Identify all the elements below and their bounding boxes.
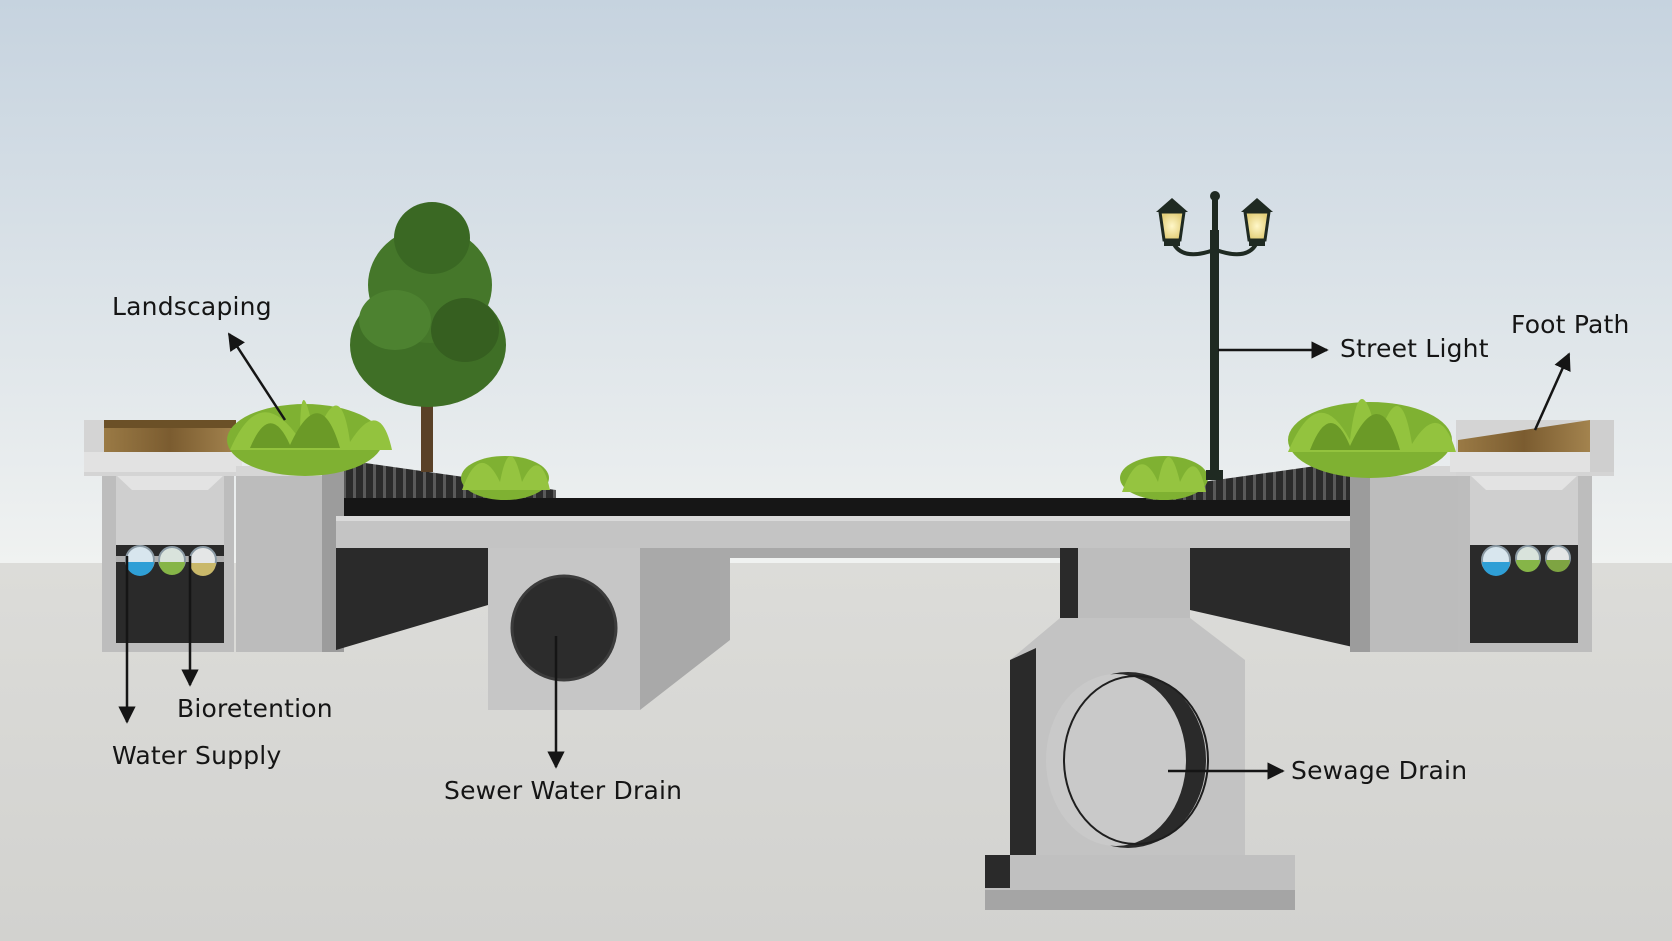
- right-planter: [1350, 458, 1458, 652]
- foot-path-arrow: [1533, 352, 1571, 431]
- right-shrub-small: [1120, 456, 1208, 500]
- street-light-label: Street Light: [1340, 334, 1489, 363]
- left-shrub-small: [461, 456, 550, 500]
- left-foot-path: [84, 420, 242, 476]
- left-planter: [236, 458, 344, 652]
- right-pipes: [1481, 545, 1571, 576]
- landscaping-label: Landscaping: [112, 292, 272, 321]
- sewage-drain-label: Sewage Drain: [1291, 756, 1468, 785]
- road-deck: [336, 498, 1366, 650]
- landscaping-arrow: [227, 332, 287, 421]
- left-pipes: [125, 545, 217, 576]
- tree: [350, 202, 506, 472]
- sewer-water-drain-structure: [488, 548, 730, 710]
- bioretention-label: Bioretention: [177, 694, 333, 723]
- sewer-water-drain-label: Sewer Water Drain: [444, 776, 683, 805]
- left-shrub-large: [227, 400, 392, 476]
- sewage-drain-structure: [985, 548, 1295, 910]
- water-supply-label: Water Supply: [112, 741, 282, 770]
- right-foot-path: [1450, 420, 1614, 476]
- right-shrub-large: [1288, 399, 1456, 478]
- foot-path-label: Foot Path: [1511, 310, 1630, 339]
- street-light: [1156, 191, 1273, 480]
- callout-arrows: [118, 332, 1571, 780]
